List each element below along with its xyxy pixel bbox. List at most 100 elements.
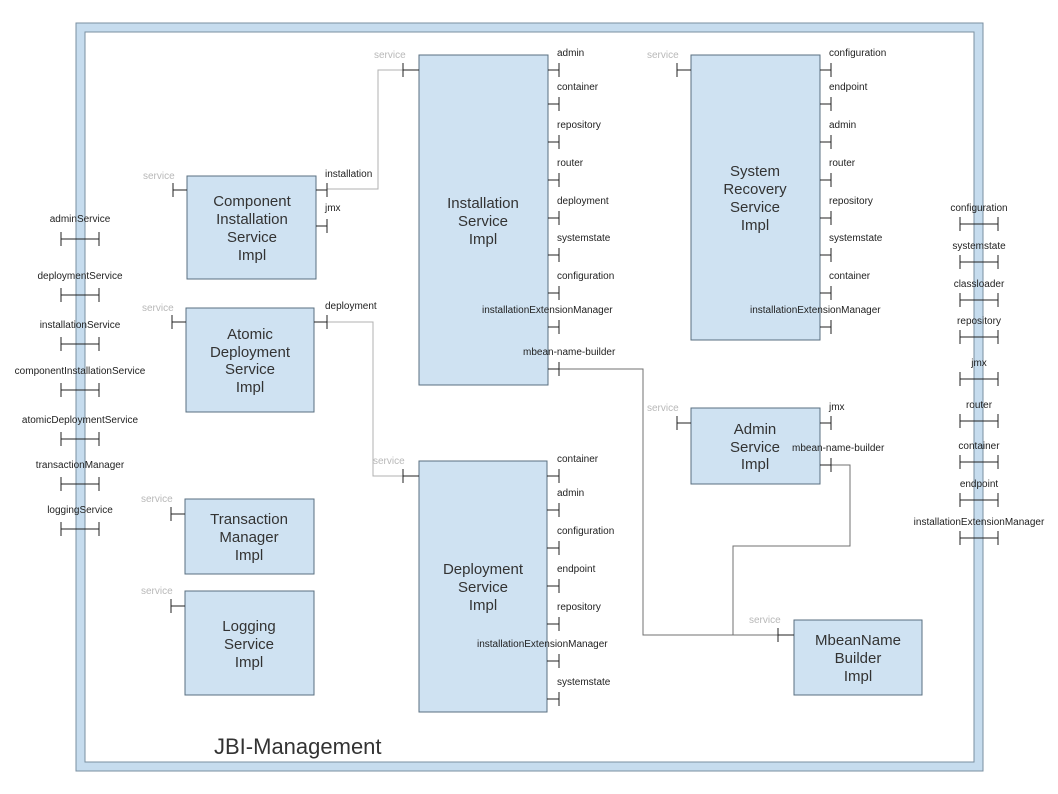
required-port-icon <box>548 320 560 334</box>
boundary-port-label: repository <box>957 316 1001 327</box>
boundary-port-label: transactionManager <box>36 460 125 471</box>
port-label: jmx <box>828 402 845 413</box>
component-title-line: Service <box>458 579 508 596</box>
required-port-icon <box>820 458 832 472</box>
component-title-line: Service <box>730 439 780 456</box>
boundary-port-icon <box>959 493 999 507</box>
component-box[interactable] <box>793 619 923 696</box>
component-title-line: System <box>730 163 780 180</box>
service-label: service <box>143 171 175 182</box>
boundary-port-label: adminService <box>50 214 111 225</box>
required-port-icon <box>820 416 832 430</box>
port-label: repository <box>557 602 601 613</box>
required-port-icon <box>548 63 560 77</box>
required-port-icon <box>820 63 832 77</box>
component-title-line: Deployment <box>443 561 524 578</box>
boundary-port-icon <box>60 288 100 302</box>
boundary-port-label: endpoint <box>960 479 999 490</box>
service-port-icon <box>676 63 691 77</box>
service-label: service <box>374 50 406 61</box>
boundary-port-icon <box>60 383 100 397</box>
required-port-icon <box>820 320 832 334</box>
required-port-icon <box>820 135 832 149</box>
component-title-line: Impl <box>844 668 872 685</box>
service-port-icon <box>171 315 186 329</box>
component-title-line: Atomic <box>227 326 273 343</box>
boundary-port-icon <box>60 432 100 446</box>
atomic-deployment-service[interactable]: Atomic Deployment Service Impl service d… <box>142 301 377 413</box>
required-port-icon <box>548 173 560 187</box>
component-box[interactable] <box>185 307 315 413</box>
port-label: deployment <box>557 196 609 207</box>
port-label: installationExtensionManager <box>477 639 608 650</box>
boundary-port-label: configuration <box>950 203 1007 214</box>
installation-service[interactable]: Installation Service Impl service admin … <box>374 48 616 386</box>
boundary-port-icon <box>959 531 999 545</box>
component-installation-service[interactable]: Component Installation Service Impl serv… <box>143 169 372 280</box>
component-title-line: Service <box>458 213 508 230</box>
admin-service[interactable]: Admin Service Impl service jmx mbean-nam… <box>647 402 885 485</box>
port-label: installationExtensionManager <box>750 305 881 316</box>
deployment-service[interactable]: Deployment Service Impl service containe… <box>373 454 614 713</box>
component-title-line: Impl <box>235 547 263 564</box>
port-label: configuration <box>557 271 614 282</box>
port-label: systemstate <box>557 233 611 244</box>
service-label: service <box>373 456 405 467</box>
required-port-icon <box>820 97 832 111</box>
port-label: admin <box>829 120 856 131</box>
required-port-icon <box>547 579 560 593</box>
boundary-port-icon <box>959 217 999 231</box>
boundary-port-label: jmx <box>970 358 987 369</box>
port-label: systemstate <box>829 233 883 244</box>
port-label: configuration <box>557 526 614 537</box>
logging-service[interactable]: Logging Service Impl service <box>141 586 315 696</box>
component-box[interactable] <box>690 54 821 341</box>
component-box[interactable] <box>418 54 549 386</box>
component-title-line: Logging <box>222 618 275 635</box>
connector-installation <box>327 69 403 190</box>
component-title-line: Impl <box>236 379 264 396</box>
connector-mbean-installation <box>548 368 778 636</box>
boundary-port-label: container <box>958 441 1000 452</box>
required-port-icon <box>548 286 560 300</box>
mbean-name-builder[interactable]: MbeanName Builder Impl service <box>749 615 923 696</box>
required-port-icon <box>820 286 832 300</box>
port-label: admin <box>557 48 584 59</box>
connector-deployment <box>327 321 403 477</box>
boundary-port-icon <box>959 372 999 386</box>
boundary-port-label: installationService <box>40 320 121 331</box>
required-port-icon <box>316 183 328 197</box>
port-label: container <box>557 82 599 93</box>
component-title-line: Impl <box>469 231 497 248</box>
boundary-port-icon <box>959 255 999 269</box>
port-label: endpoint <box>829 82 868 93</box>
service-label: service <box>647 403 679 414</box>
port-label: installation <box>325 169 372 180</box>
required-port-icon <box>547 503 560 517</box>
required-port-icon <box>548 362 560 376</box>
component-title-line: Recovery <box>723 181 787 198</box>
system-recovery-service[interactable]: System Recovery Service Impl service con… <box>647 48 886 341</box>
port-label: admin <box>557 488 584 499</box>
component-title-line: Service <box>224 636 274 653</box>
component-box[interactable] <box>690 407 821 485</box>
required-port-icon <box>316 219 328 233</box>
required-port-icon <box>547 692 560 706</box>
boundary-port-icon <box>60 337 100 351</box>
boundary-port-icon <box>959 293 999 307</box>
component-title-line: Transaction <box>210 511 288 528</box>
port-label: mbean-name-builder <box>523 347 616 358</box>
transaction-manager[interactable]: Transaction Manager Impl service <box>141 494 315 575</box>
component-box[interactable] <box>184 498 315 575</box>
required-port-icon <box>820 248 832 262</box>
component-title-line: Impl <box>741 456 769 473</box>
boundary-port-icon <box>60 477 100 491</box>
service-port-icon <box>777 628 794 642</box>
component-box[interactable] <box>186 175 317 280</box>
required-port-icon <box>547 654 560 668</box>
component-box[interactable] <box>184 590 315 696</box>
service-label: service <box>749 615 781 626</box>
component-box[interactable] <box>418 460 548 713</box>
